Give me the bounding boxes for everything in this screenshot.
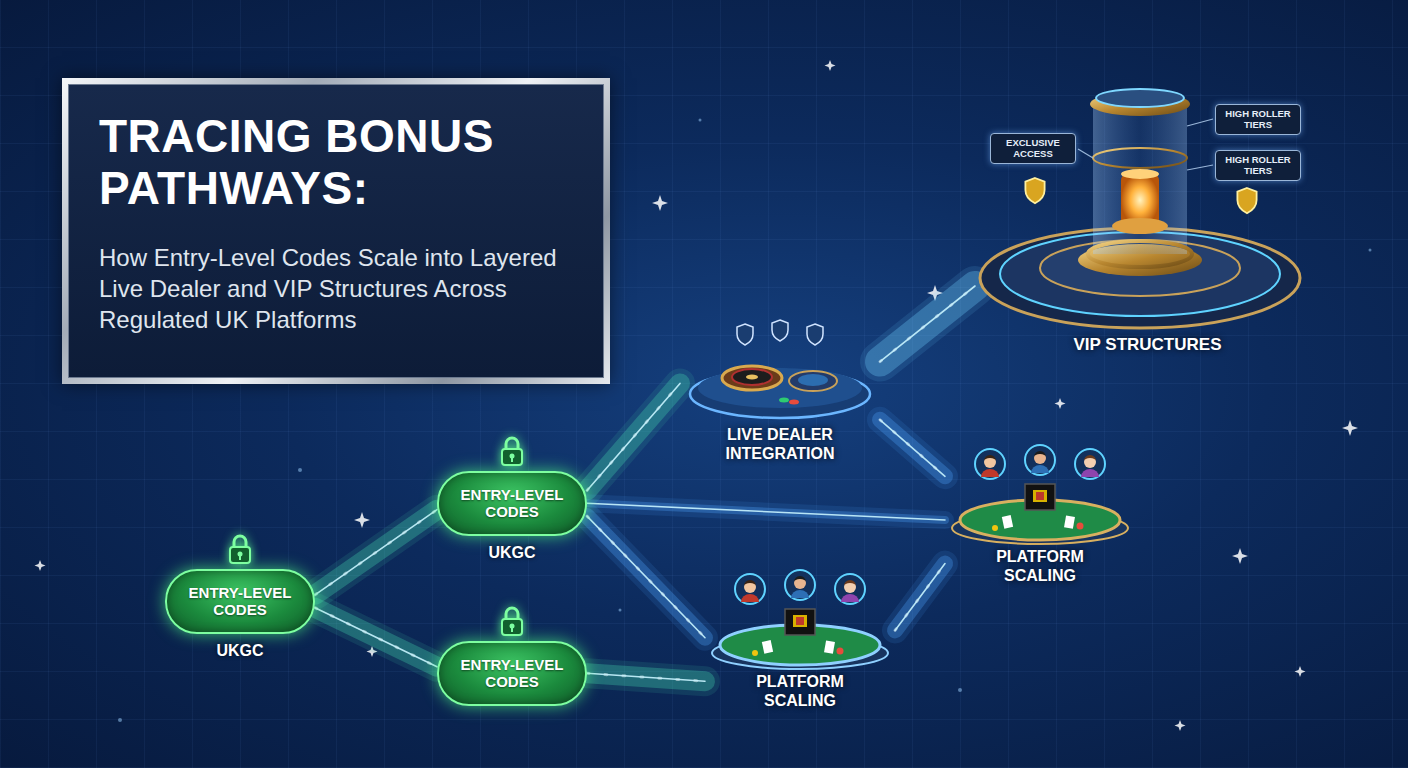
- pathway-connector: [895, 564, 945, 631]
- padlock-icon: [497, 434, 527, 468]
- platform-disc: PLATFORM SCALING: [945, 440, 1135, 585]
- pathway-stroke: [315, 608, 437, 667]
- diagram-title: TRACING BONUS PATHWAYS:: [99, 111, 569, 214]
- pathway-stroke: [315, 510, 437, 595]
- node-label: HIGH ROLLER TIERS: [1222, 154, 1294, 177]
- pathway-stroke: [587, 516, 705, 638]
- badge-label: ENTRY-LEVEL CODES: [449, 656, 575, 691]
- title-frame: TRACING BONUS PATHWAYS: How Entry-Level C…: [62, 78, 610, 384]
- node-label: HIGH ROLLER TIERS: [1222, 108, 1294, 131]
- node-label: LIVE DEALER INTEGRATION: [705, 425, 855, 463]
- pathway-stroke: [880, 286, 975, 362]
- pathway-stroke: [587, 383, 680, 490]
- node-label: EXCLUSIVE ACCESS: [997, 137, 1069, 160]
- code-badge: ENTRY-LEVEL CODESUKGC: [165, 569, 315, 634]
- pathway-connector: [880, 286, 975, 362]
- pathway-stroke: [895, 564, 945, 631]
- regulator-label: UKGC: [216, 642, 263, 660]
- badge-label: ENTRY-LEVEL CODES: [177, 584, 303, 619]
- code-badge: ENTRY-LEVEL CODESUKGC: [437, 471, 587, 536]
- pathway-stroke: [880, 286, 975, 362]
- pathway-stroke: [587, 503, 945, 520]
- node-label: PLATFORM SCALING: [740, 672, 860, 710]
- tier-tag: HIGH ROLLER TIERS: [1215, 150, 1301, 181]
- padlock-icon: [225, 532, 255, 566]
- pathway-stroke: [587, 516, 705, 638]
- node-label: VIP STRUCTURES: [1038, 335, 1258, 355]
- pathway-connector: [315, 608, 437, 667]
- pathway-connector: [587, 673, 705, 681]
- pathway-stroke: [587, 383, 680, 490]
- live-dealer-platform: LIVE DEALER INTEGRATION: [680, 318, 880, 463]
- live-table-illustration: [680, 318, 880, 423]
- platform-illustration: [705, 565, 895, 670]
- pathway-connector: [587, 503, 945, 520]
- pathway-stroke: [880, 420, 945, 477]
- pathway-stroke: [587, 673, 705, 681]
- pathway-stroke: [895, 564, 945, 631]
- pathway-stroke: [895, 564, 945, 631]
- pathway-stroke: [880, 420, 945, 477]
- pathway-stroke: [315, 510, 437, 595]
- pathway-stroke: [587, 673, 705, 681]
- platform-illustration: [945, 440, 1135, 545]
- pathway-stroke: [587, 383, 680, 490]
- tier-tag: EXCLUSIVE ACCESS: [990, 133, 1076, 164]
- pathway-stroke: [587, 503, 945, 520]
- pathway-stroke: [315, 510, 437, 595]
- tier-tag: HIGH ROLLER TIERS: [1215, 104, 1301, 135]
- pathway-stroke: [587, 516, 705, 638]
- pathway-stroke: [315, 510, 437, 595]
- pathway-stroke: [587, 383, 680, 490]
- pathway-stroke: [587, 673, 705, 681]
- pathway-stroke: [315, 608, 437, 667]
- pathway-connector: [587, 383, 680, 490]
- pathway-stroke: [895, 564, 945, 631]
- pathway-stroke: [880, 420, 945, 477]
- pathway-stroke: [880, 286, 975, 362]
- regulator-label: UKGC: [488, 544, 535, 562]
- badge-label: ENTRY-LEVEL CODES: [449, 486, 575, 521]
- vip-pedestal: VIP STRUCTURES EXCLUSIVE ACCESS HIGH ROLLE…: [975, 78, 1320, 355]
- pathway-connector: [880, 420, 945, 477]
- title-panel: TRACING BONUS PATHWAYS: How Entry-Level C…: [68, 84, 604, 378]
- diagram-caption: How Entry-Level Codes Scale into Layered…: [99, 242, 559, 336]
- pathway-stroke: [315, 608, 437, 667]
- pathway-stroke: [315, 608, 437, 667]
- pathway-stroke: [587, 673, 705, 681]
- code-badge: ENTRY-LEVEL CODES: [437, 641, 587, 706]
- node-label: PLATFORM SCALING: [980, 547, 1100, 585]
- pathway-stroke: [587, 503, 945, 520]
- pathway-stroke: [880, 420, 945, 477]
- pathway-connector: [315, 510, 437, 595]
- padlock-icon: [497, 604, 527, 638]
- pathway-stroke: [880, 286, 975, 362]
- pathway-connector: [587, 516, 705, 638]
- pathway-stroke: [587, 516, 705, 638]
- platform-disc: PLATFORM SCALING: [705, 565, 895, 710]
